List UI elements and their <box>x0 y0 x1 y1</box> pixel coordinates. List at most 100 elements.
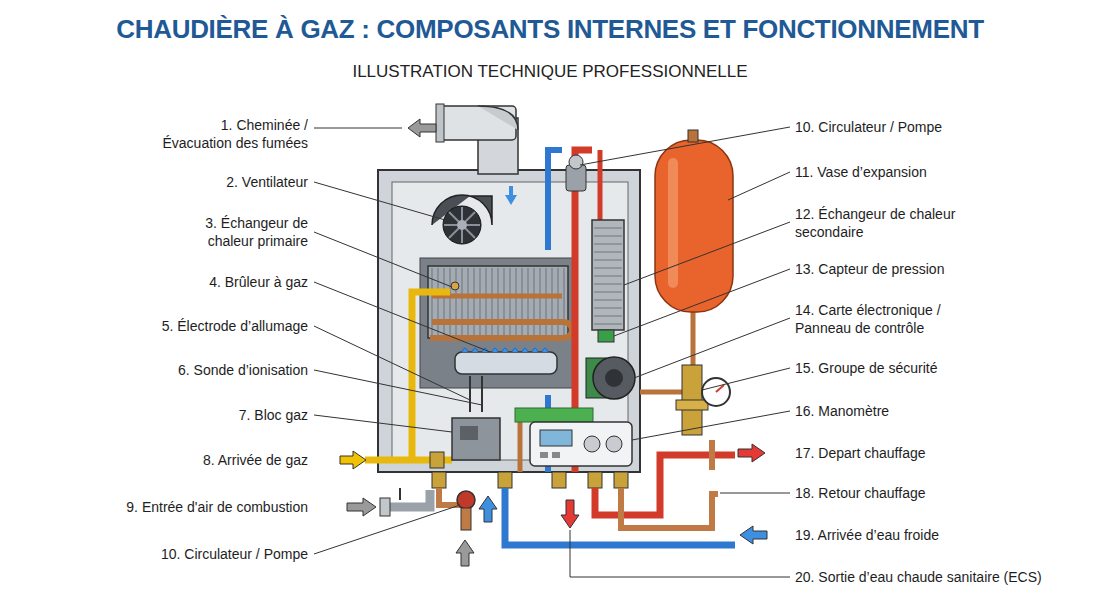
control-panel-part <box>540 430 572 446</box>
water-pipes-part <box>605 369 623 387</box>
control-panel-part <box>552 452 560 458</box>
callout-label: 10. Circulateur / Pompe <box>795 118 942 136</box>
gas-line-part <box>452 418 500 460</box>
primary-heat-exchanger-part <box>428 266 568 338</box>
callout-label: 6. Sonde d’ionisation <box>178 361 308 379</box>
bottom-pipes-part <box>432 472 446 488</box>
water-pipes-part <box>592 220 624 330</box>
leader-lines-part <box>614 269 790 336</box>
gas-burner-part <box>455 352 557 374</box>
callout-label: 7. Bloc gaz <box>239 406 308 424</box>
leader-lines-part <box>720 493 790 494</box>
bottom-pipes-part <box>588 472 602 488</box>
leader-lines-part <box>314 282 490 352</box>
callout-label: 15. Groupe de sécurité <box>795 359 937 377</box>
control-panel-part <box>530 422 632 466</box>
callout-label: 5. Électrode d’allumage <box>162 317 308 335</box>
flow-arrows-part <box>740 526 767 544</box>
bottom-pipes-part <box>461 508 471 530</box>
callout-label: 9. Entrée d'air de combustion <box>126 498 308 516</box>
fan-part <box>457 220 467 230</box>
flow-arrows-part <box>408 119 436 137</box>
expansion-vessel-part <box>655 140 733 312</box>
safety-group-part <box>676 400 708 410</box>
flow-arrows-part <box>456 540 474 566</box>
callout-label: 8. Arrivée de gaz <box>203 451 308 469</box>
leader-lines-part <box>570 530 790 577</box>
primary-heat-exchanger-part <box>432 294 562 299</box>
bottom-pipes-part <box>709 440 715 470</box>
bottom-pipes-part <box>614 472 628 488</box>
bottom-pipes-part <box>552 472 566 488</box>
leader-lines-part <box>314 326 470 400</box>
leader-lines-part <box>314 370 482 405</box>
flow-arrows-part <box>340 451 366 469</box>
boiler-casing-part <box>420 258 575 388</box>
callout-label: 4. Brûleur à gaz <box>209 273 308 291</box>
callout-label: 20. Sortie d’eau chaude sanitaire (ECS) <box>795 568 1042 586</box>
primary-heat-exchanger <box>428 266 572 338</box>
fan-part <box>443 206 481 244</box>
subtitle-label: ILLUSTRATION TECHNIQUE PROFESSIONNELLE <box>0 62 1100 82</box>
gas-line-part <box>412 292 450 460</box>
primary-heat-exchanger-part <box>432 268 564 336</box>
fan-part <box>449 212 475 238</box>
chimney-pipe-part <box>436 104 444 142</box>
control-panel-part <box>515 408 593 422</box>
gas-burner-part <box>462 348 548 352</box>
safety-group-part <box>702 378 730 406</box>
leader-lines-part <box>728 172 790 200</box>
callout-label: 16. Manomètre <box>795 402 889 420</box>
callout-label: 17. Depart chauffage <box>795 444 926 462</box>
water-pipes <box>520 150 635 472</box>
control-panel-part <box>540 452 548 458</box>
leader-lines-part <box>634 318 790 378</box>
water-pipes-part <box>598 150 603 220</box>
callout-label: 12. Échangeur de chaleur secondaire <box>795 205 970 241</box>
callout-label: 10. Circulateur / Pompe <box>161 545 308 563</box>
bottom-pipes-part <box>380 498 390 516</box>
callout-label: 13. Capteur de pression <box>795 260 944 278</box>
bottom-pipes-part <box>505 488 735 545</box>
safety-group <box>676 365 730 435</box>
water-pipes-part <box>569 155 583 169</box>
expansion-vessel-part <box>668 158 678 288</box>
callout-label: 18. Retour chauffage <box>795 484 926 502</box>
chimney-pipe <box>436 104 518 205</box>
gas-burner-part <box>481 376 483 412</box>
water-pipes-part <box>593 357 635 399</box>
bottom-pipes-part <box>621 488 718 528</box>
leader-lines-part <box>314 128 402 129</box>
gas-line-part <box>460 426 478 440</box>
callout-label: 11. Vase d’expansion <box>795 163 927 181</box>
chimney-pipe-part <box>478 106 518 130</box>
leader-lines-part <box>314 232 452 287</box>
gas-burner-part <box>469 376 471 412</box>
leader-lines-part <box>314 182 452 222</box>
fan <box>432 195 492 244</box>
control-panel-part <box>584 436 600 452</box>
flow-arrows-part <box>479 496 497 522</box>
diagram-title: CHAUDIÈRE À GAZ : COMPOSANTS INTERNES ET… <box>0 14 1100 45</box>
callout-label: 2. Ventilateur <box>226 173 308 191</box>
bottom-pipes-part <box>457 491 475 509</box>
flow-arrows-part <box>347 498 376 516</box>
control-panel <box>515 408 632 466</box>
control-panel-part <box>606 436 622 452</box>
flow-arrows-part <box>738 444 765 462</box>
boiler-casing-part <box>392 182 628 460</box>
flow-arrows-part <box>561 500 579 528</box>
leader-lines-part <box>632 411 790 440</box>
leader-lines-part <box>624 222 790 285</box>
primary-heat-exchanger-part <box>451 282 459 290</box>
leader-lines-part <box>702 368 790 390</box>
gas-line <box>365 292 500 468</box>
primary-heat-exchanger-part <box>430 322 572 338</box>
water-pipes-part <box>598 330 614 342</box>
leader-lines-part <box>314 415 452 432</box>
water-pipes-part <box>594 228 622 324</box>
leader-lines-part <box>314 505 460 554</box>
water-pipes-part <box>518 420 523 472</box>
leader-lines <box>314 127 790 577</box>
